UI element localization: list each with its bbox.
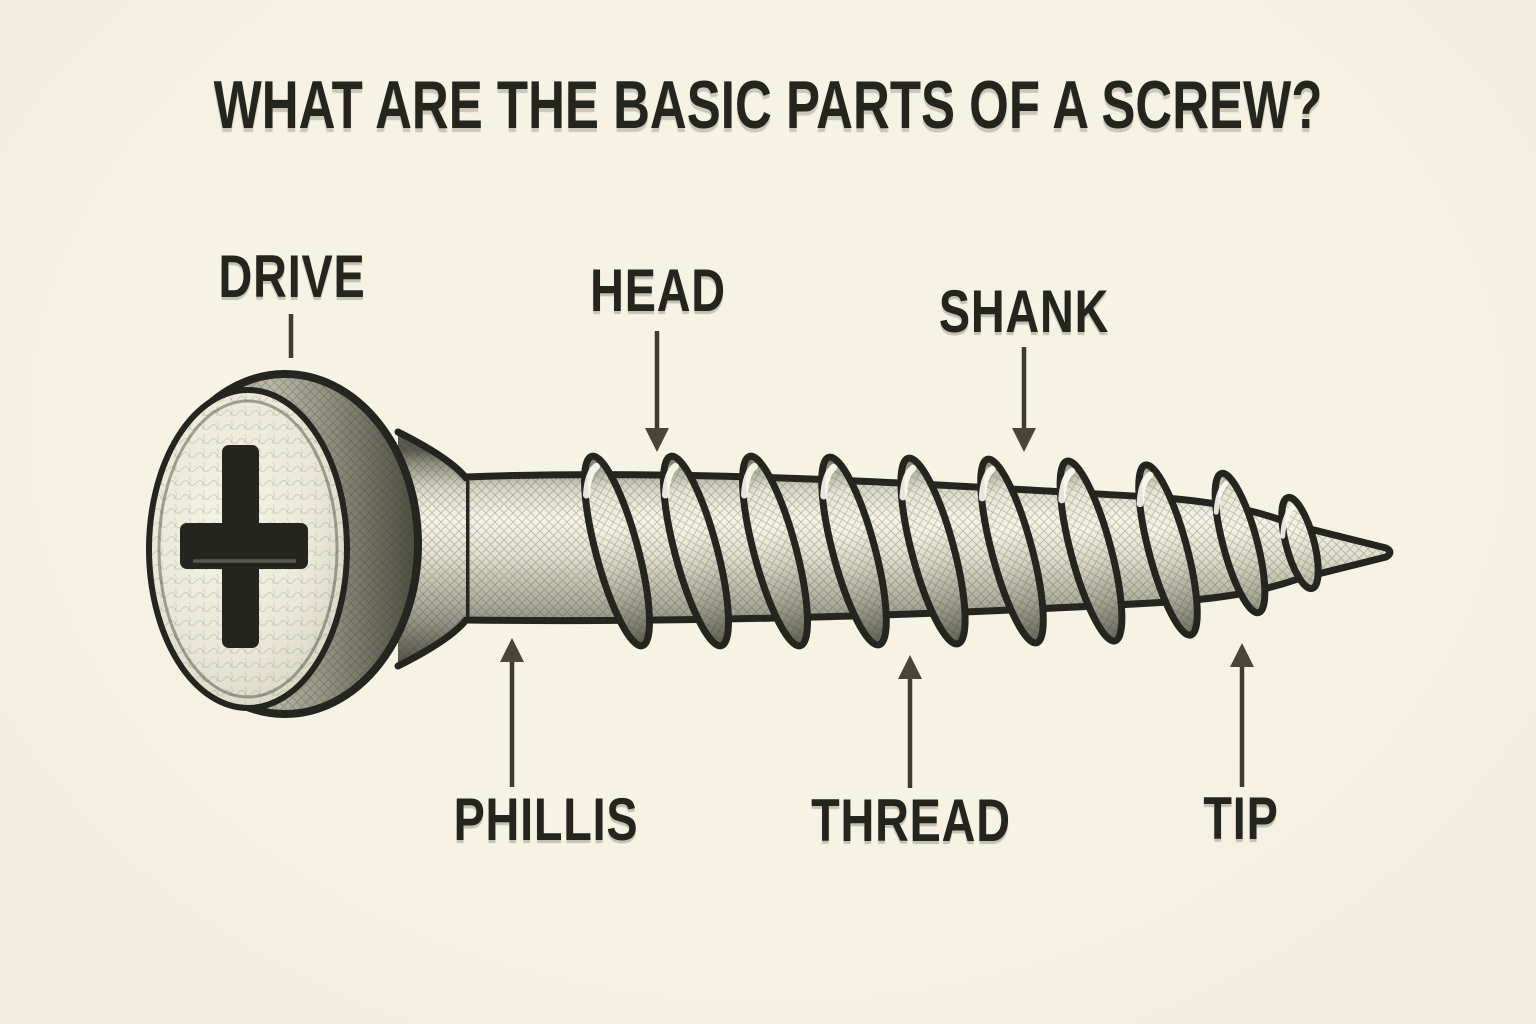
diagram-title-text: WHAT ARE THE BASIC PARTS OF A SCREW?	[213, 67, 1323, 143]
thread-ridges	[581, 452, 1322, 650]
thread-arrow	[898, 655, 922, 788]
label-tip: TIP	[1203, 785, 1279, 852]
head-arrow	[645, 331, 669, 452]
label-drive: DRIVE	[218, 243, 366, 310]
label-head: HEAD	[590, 257, 726, 324]
diagram-title: WHAT ARE THE BASIC PARTS OF A SCREW?	[29, 71, 1507, 139]
screw-head	[146, 370, 422, 718]
label-thread: THREAD	[811, 787, 1011, 854]
label-shank: SHANK	[938, 278, 1110, 345]
label-phillips: PHILLIS	[453, 786, 639, 853]
phillips-arrow	[500, 638, 524, 787]
phillips-cross	[180, 445, 308, 648]
shank-arrow	[1012, 347, 1036, 452]
tip-arrow	[1230, 643, 1254, 787]
annotations	[288, 314, 1254, 788]
